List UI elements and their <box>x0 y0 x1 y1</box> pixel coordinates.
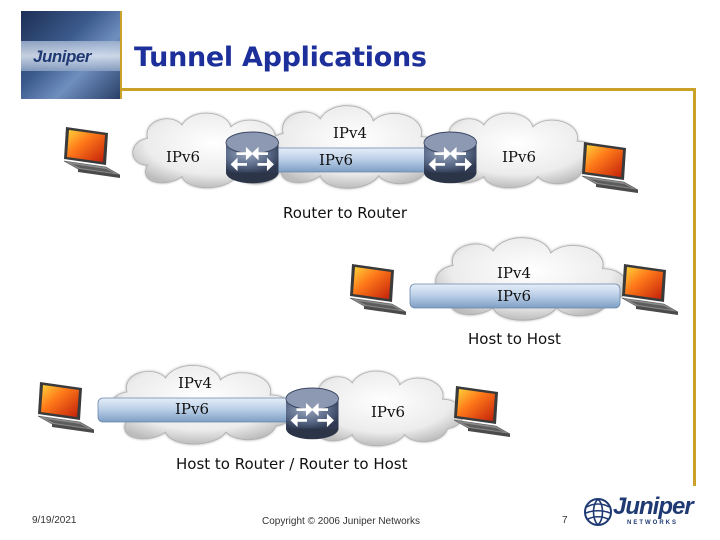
ipv4-label: IPv4 <box>333 124 368 142</box>
host-ipv4-label: IPv4 <box>497 264 532 282</box>
host-to-router-scenario <box>37 365 511 445</box>
footer-copyright: Copyright © 2006 Juniper Networks <box>262 516 420 527</box>
router-to-router-caption: Router to Router <box>283 204 408 222</box>
footer-page-number: 7 <box>562 515 568 526</box>
ipv4-cloud <box>267 106 443 188</box>
right-router-icon <box>422 130 478 185</box>
photo-chrome-band <box>21 41 120 71</box>
tunnel-ipv6-label: IPv6 <box>319 151 354 169</box>
host-tunnel-ipv6-label: IPv6 <box>497 287 532 305</box>
footer-logo-subtext: NETWORKS <box>627 520 678 526</box>
mixed-right-laptop-icon <box>453 385 511 438</box>
left-router-icon <box>224 130 280 185</box>
juniper-footer-logo: Juniper NETWORKS <box>583 493 713 533</box>
mixed-tunnel-ipv6-label: IPv6 <box>175 400 210 418</box>
mixed-ipv4-label: IPv4 <box>178 374 213 392</box>
slide-title: Tunnel Applications <box>134 42 427 73</box>
left-ipv6-label: IPv6 <box>166 148 201 166</box>
left-laptop-icon <box>63 126 121 179</box>
host-to-host-scenario <box>349 238 679 320</box>
title-rule-horizontal <box>120 88 696 91</box>
juniper-photo-logo: Juniper <box>21 11 120 99</box>
title-rule-left <box>120 11 122 99</box>
mixed-left-laptop-icon <box>37 381 95 434</box>
host-to-router-caption: Host to Router / Router to Host <box>176 455 408 473</box>
right-ipv6-label: IPv6 <box>502 148 537 166</box>
right-laptop-icon <box>581 141 639 194</box>
mixed-right-ipv6-label: IPv6 <box>371 403 406 421</box>
footer-logo-text: Juniper <box>613 493 694 520</box>
mixed-router-icon <box>284 386 340 441</box>
host-to-host-caption: Host to Host <box>468 330 561 348</box>
host-left-laptop-icon <box>349 263 407 316</box>
photo-logo-text: Juniper <box>33 47 91 66</box>
globe-icon <box>584 498 612 526</box>
host-tunnel-tube <box>409 283 621 309</box>
title-rule-vertical <box>693 88 696 486</box>
router-to-router-scenario <box>63 106 639 194</box>
host-right-laptop-icon <box>621 263 679 316</box>
footer-date: 9/19/2021 <box>32 515 77 526</box>
